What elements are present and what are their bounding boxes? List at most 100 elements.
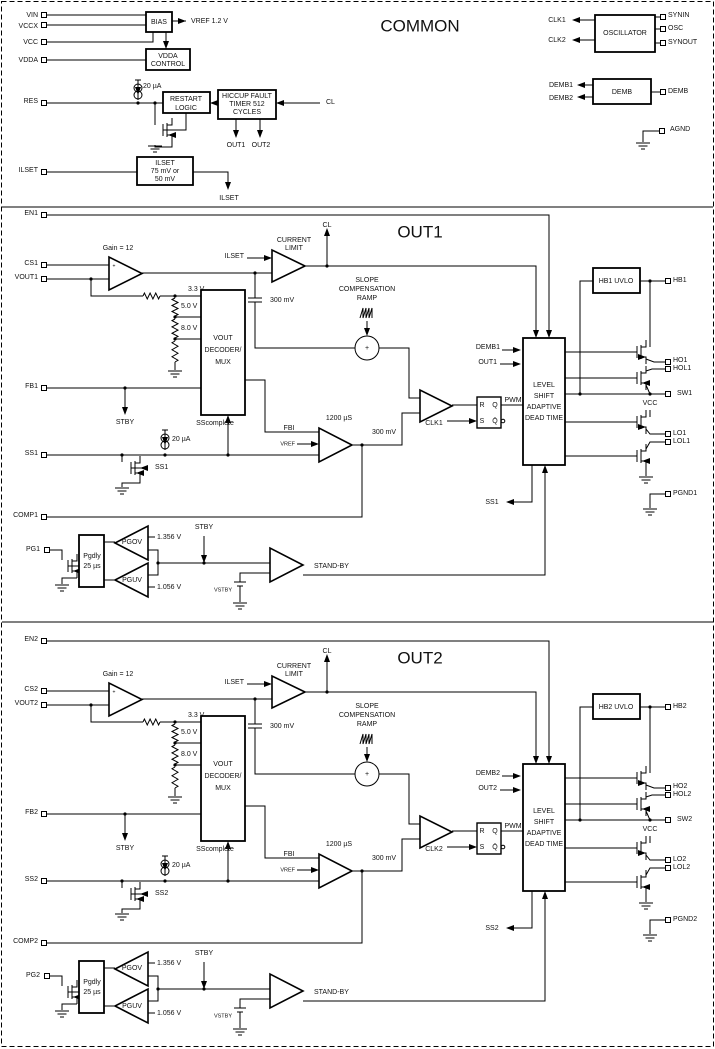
wire — [645, 358, 666, 363]
pin-label-comp: COMP1 — [13, 512, 38, 519]
wire — [645, 794, 666, 798]
vref-label: VREF 1.2 V — [191, 18, 228, 25]
arrow-head-icon — [122, 833, 128, 841]
wire — [61, 577, 77, 584]
pin-terminal — [41, 262, 47, 268]
pin-terminal — [660, 14, 666, 20]
wire — [193, 171, 229, 188]
ilset-label: ILSET — [225, 253, 245, 260]
mosfet-drain-icon — [167, 118, 173, 126]
wire — [163, 113, 187, 131]
ff-q-label: Q — [492, 828, 498, 835]
slope-comp-label: RAMP — [357, 295, 378, 302]
wire — [254, 302, 355, 349]
pgdly-block — [78, 534, 105, 588]
pin-terminal — [665, 917, 671, 923]
ramp-icon — [359, 733, 373, 745]
gain-amplifier — [108, 255, 144, 292]
cl-input-label: CL — [326, 99, 335, 106]
level-shift-label: LEVEL — [533, 808, 555, 815]
ss-gate-label: SS1 — [155, 464, 168, 471]
mosfet-drain-icon — [641, 870, 647, 878]
ilset-out-label: ILSET — [219, 195, 239, 202]
pin-terminal — [665, 792, 671, 798]
plus-sign: + — [113, 263, 116, 269]
arrow-head-icon — [542, 891, 548, 899]
pin-label-ss: SS1 — [25, 450, 38, 457]
sscomplete-label: SScomplete — [196, 420, 234, 427]
wire — [50, 975, 63, 986]
pgov-comparator — [113, 950, 149, 988]
tap-3v3-label: 3.3 V — [188, 286, 205, 293]
mosfet-drain-icon — [641, 366, 647, 374]
wire — [379, 773, 420, 825]
arrow-head-icon — [642, 806, 650, 812]
pgdly-label: Pgdly — [83, 553, 101, 560]
arrow-head-icon — [233, 130, 239, 138]
ff-qbar-label: Q̄ — [492, 843, 498, 851]
pin-terminal — [44, 547, 50, 553]
restart-logic-label: LOGIC — [175, 105, 197, 112]
mosfet-drain-icon — [72, 554, 78, 562]
pin-label-pgnd: PGND1 — [673, 490, 697, 497]
arrow-head-icon — [642, 458, 650, 464]
stby-label: STBY — [195, 524, 214, 531]
arrow-head-icon — [136, 470, 144, 476]
ff-r-label: R — [479, 402, 484, 409]
pin-terminal — [41, 940, 47, 946]
ilset-block-label: ILSET — [155, 160, 175, 167]
hiccup-label: CYCLES — [233, 109, 261, 116]
wire — [303, 473, 546, 576]
arrow-head-icon — [542, 465, 548, 473]
arrow-head-icon — [533, 756, 539, 764]
pin-terminal — [660, 89, 666, 95]
gain-amplifier — [108, 681, 144, 718]
pin-label-vccx: VCCX — [19, 23, 39, 30]
wire — [579, 706, 593, 820]
level-shift-block — [522, 763, 566, 892]
resistor-icon — [171, 766, 179, 789]
ss-out-label: SS2 — [485, 925, 498, 932]
pin-label-res: RES — [24, 98, 39, 105]
clk-label: CLK1 — [425, 420, 443, 427]
resistor-icon — [142, 291, 161, 301]
slope-comp-label: SLOPE — [355, 277, 379, 284]
resistor-icon — [170, 297, 180, 317]
pin-label-en: EN2 — [24, 636, 38, 643]
arrow-head-icon — [364, 754, 370, 762]
arrow-head-icon — [168, 132, 176, 138]
level-shift-label: DEAD TIME — [525, 841, 563, 848]
bias-label: BIAS — [151, 19, 167, 26]
pin-label-agnd: AGND — [670, 126, 690, 133]
pin-terminal — [41, 514, 47, 520]
wire — [239, 572, 270, 582]
decoder-label: DECODER/ — [205, 773, 242, 780]
mosfet-drain-icon — [72, 980, 78, 988]
section-title-out1: OUT1 — [397, 222, 442, 241]
pin-label-pg: PG2 — [26, 972, 40, 979]
pin-label-fb: FB1 — [25, 383, 38, 390]
pin-label-en: EN1 — [24, 210, 38, 217]
pin-label-ho: HO1 — [673, 357, 688, 364]
current-source-label: 20 µA — [172, 862, 191, 869]
vref-label: VREF — [280, 867, 295, 873]
current-limit-label: LIMIT — [285, 245, 304, 252]
arrow-head-icon — [163, 41, 169, 49]
ss-gate-label: SS2 — [155, 890, 168, 897]
ff-r-label: R — [479, 828, 484, 835]
stby-label: STBY — [116, 419, 135, 426]
standby-label: STAND-BY — [314, 989, 349, 996]
vout-decoder-mux-block — [200, 289, 246, 416]
wire — [90, 705, 143, 723]
hiccup-timer-block — [217, 89, 277, 120]
arrow-head-icon — [178, 18, 186, 24]
pin-terminal — [659, 128, 665, 134]
pin-label-vdda: VDDA — [19, 57, 39, 64]
wire — [245, 805, 319, 859]
pin-terminal — [41, 688, 47, 694]
pwm-comparator — [419, 388, 454, 424]
resistor-icon — [170, 723, 180, 743]
gain-label: Gain = 12 — [103, 245, 134, 252]
arrow-head-icon — [546, 330, 552, 338]
wire — [514, 465, 533, 503]
